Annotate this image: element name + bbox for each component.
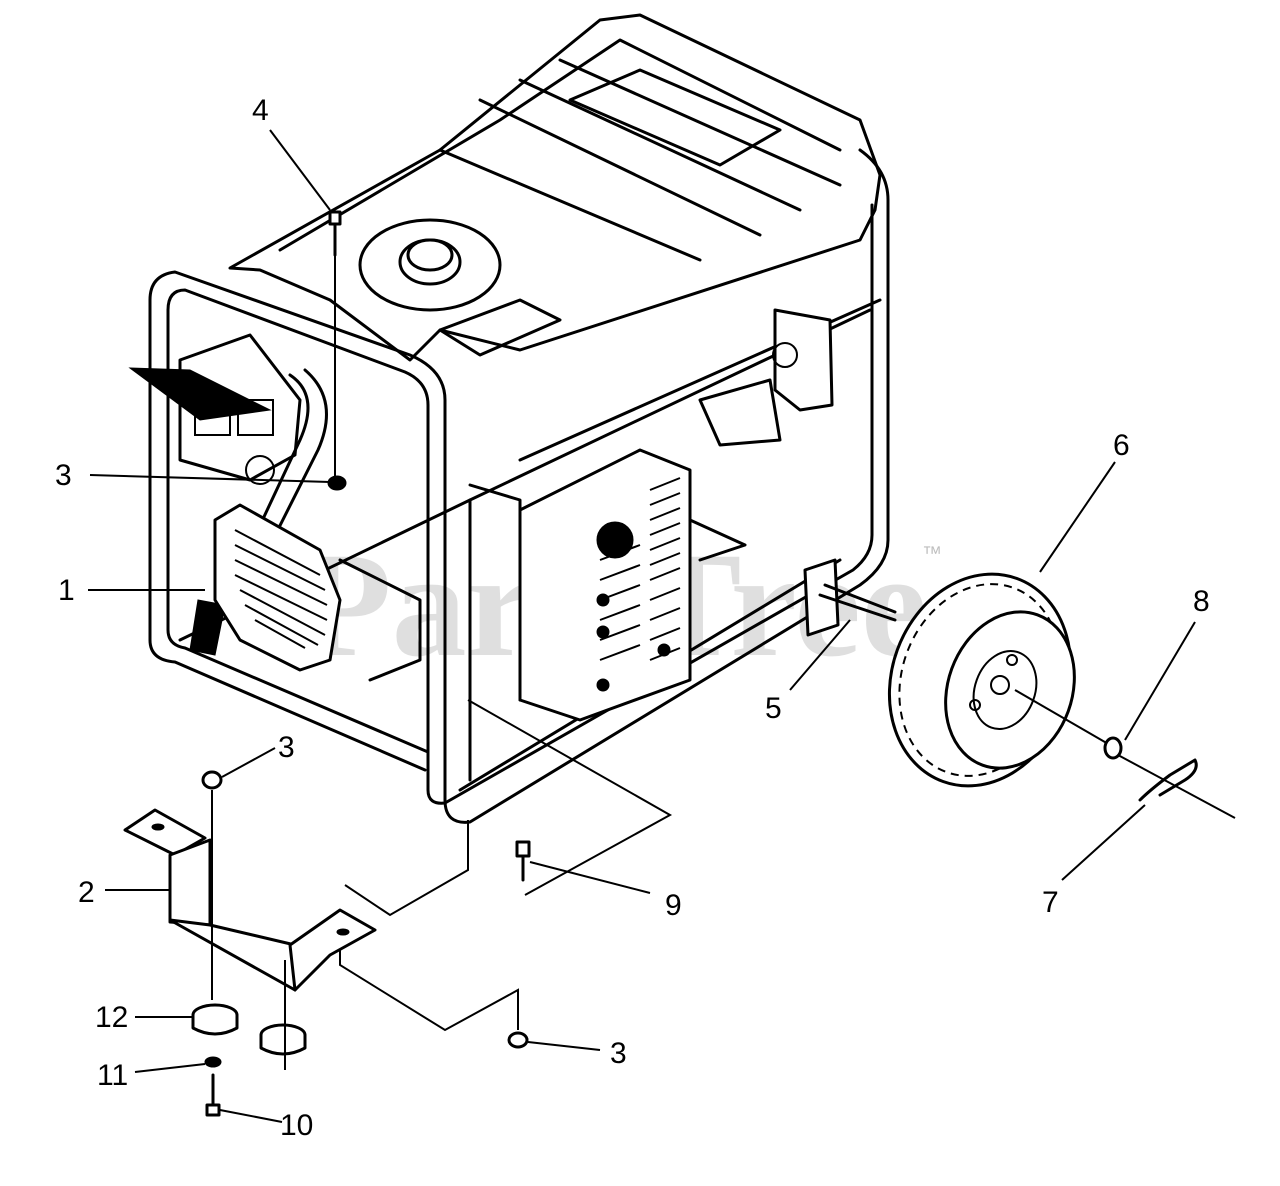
wheel-assembly — [887, 572, 1236, 819]
callout-1: 1 — [58, 574, 75, 607]
callout-3-lower: 3 — [610, 1037, 627, 1070]
callout-4: 4 — [252, 94, 269, 127]
callout-labels: 4 3 1 3 2 12 11 10 9 3 5 6 8 7 — [55, 94, 1210, 1142]
watermark-trademark: ™ — [922, 543, 942, 565]
callout-12: 12 — [95, 1001, 128, 1034]
callout-11: 11 — [97, 1059, 128, 1092]
alternator-grille — [213, 503, 342, 672]
hardware — [191, 210, 673, 1117]
callout-5: 5 — [765, 692, 782, 725]
mounting-bracket — [123, 808, 377, 992]
callout-10: 10 — [280, 1109, 313, 1142]
callout-9: 9 — [665, 889, 682, 922]
callout-6: 6 — [1113, 429, 1130, 462]
hairpin-clip — [1138, 758, 1198, 802]
washer — [1103, 736, 1123, 760]
callout-3-bracket: 3 — [278, 731, 295, 764]
callout-8: 8 — [1193, 585, 1210, 618]
callout-7: 7 — [1042, 886, 1059, 919]
generator-body — [128, 13, 897, 824]
callout-leaders — [88, 129, 1196, 1123]
wheel-rim — [944, 610, 1076, 770]
callout-3-panel: 3 — [55, 459, 72, 492]
callout-2: 2 — [78, 876, 95, 909]
